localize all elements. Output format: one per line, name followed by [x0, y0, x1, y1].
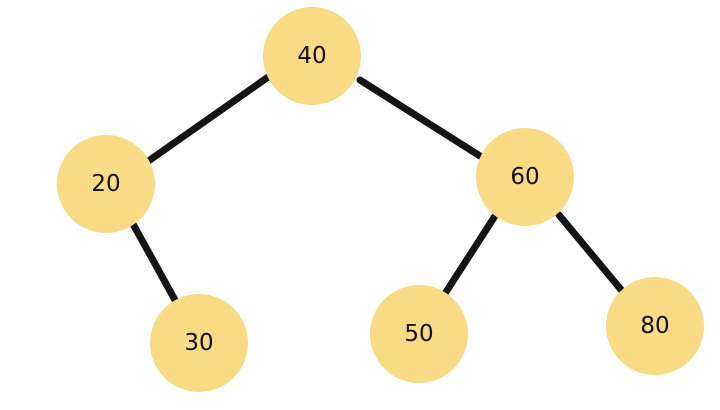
node-label-30: 30	[184, 330, 213, 356]
nodes: 40 20 60 30 50 80	[57, 7, 704, 392]
tree-node-80: 80	[606, 277, 704, 375]
tree-node-20: 20	[57, 135, 155, 233]
edge-60-50	[442, 212, 499, 296]
node-label-50: 50	[404, 321, 433, 347]
node-label-40: 40	[297, 43, 326, 69]
edge-60-80	[555, 211, 627, 296]
edge-20-30	[129, 220, 179, 304]
tree-node-50: 50	[370, 285, 468, 383]
node-label-80: 80	[640, 313, 669, 339]
node-label-20: 20	[91, 171, 120, 197]
edge-40-60	[356, 76, 484, 160]
tree-node-30: 30	[150, 294, 248, 392]
tree-node-40: 40	[263, 7, 361, 105]
node-label-60: 60	[510, 164, 539, 190]
tree-node-60: 60	[476, 128, 574, 226]
edges	[129, 71, 627, 304]
edge-40-20	[143, 71, 275, 166]
